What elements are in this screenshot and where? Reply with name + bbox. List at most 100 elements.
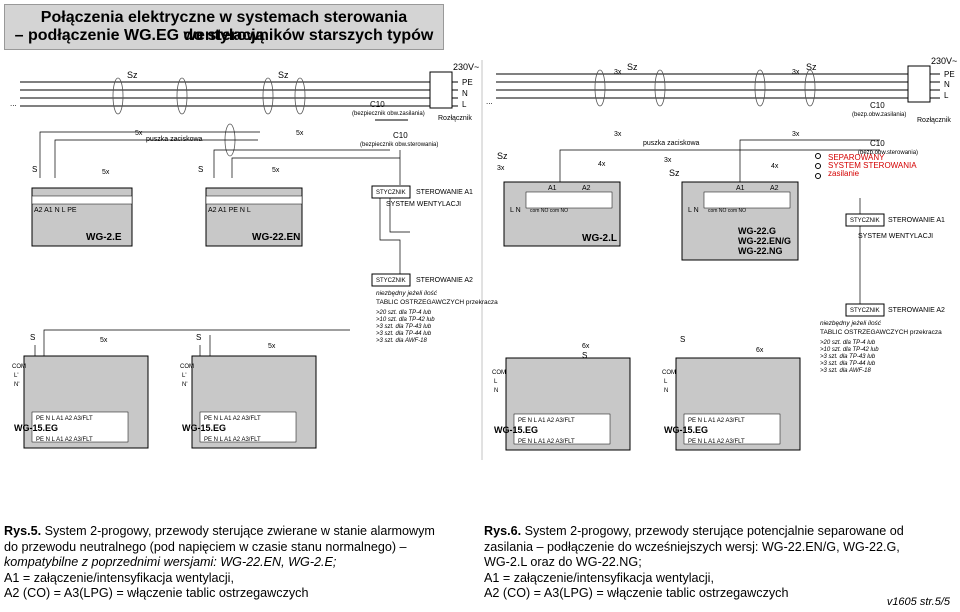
unit3-label: WG-15.EG: [494, 425, 538, 435]
caption-right-line5: A2 (CO) = A3(LPG) = włączenie tablic ost…: [484, 586, 789, 600]
left-s3: S: [30, 333, 35, 342]
wg15-unit-4: COM L N PE N L A1 A2 A3/FLT WG-15.EG PE …: [662, 357, 801, 451]
right-x3c: 3x: [614, 131, 622, 138]
wg-2l-a1: A1: [548, 185, 557, 192]
unit4-l: L: [664, 379, 668, 385]
right-sz1: Sz: [627, 62, 638, 72]
unit3-com: COM: [492, 370, 506, 376]
right-a2-label: STEROWANIE A2: [888, 307, 945, 314]
left-note-item-1: >20 szt. dla TP-4 lub: [376, 310, 432, 316]
caption-right-line4: A1 = załączenie/intensyfikacja wentylacj…: [484, 570, 714, 585]
right-stycznik-a2: STYCZNIK: [850, 308, 880, 314]
right-sep3: zasilanie: [828, 169, 860, 178]
left-contactor-a2: [371, 273, 411, 287]
caption-right-line2: zasilania – podłączenie do wcześniejszyc…: [484, 539, 900, 554]
right-sep1: SEPAROWANY: [828, 153, 885, 162]
left-s4: S: [196, 333, 201, 342]
caption-left-label: Rys.5.: [4, 524, 42, 538]
right-s2: S: [680, 335, 685, 344]
wg-22ng-label: WG-22.NG: [738, 246, 783, 256]
left-stycznik-a1: STYCZNIK: [376, 190, 406, 196]
left-a2-label: STEROWANIE A2: [416, 277, 473, 284]
left-contactor-a1: [371, 185, 411, 199]
right-note-item-5: >3 szt. dla AWF-18: [820, 368, 872, 374]
left-fuse-sub: (bezpiecznik obw.zasilania): [352, 111, 425, 117]
caption-left-line3: kompatybilne z poprzednimi wersjami: WG-…: [4, 555, 337, 569]
page-title: Połączenia elektryczne w systemach stero…: [40, 9, 408, 44]
unit4-com: COM: [662, 370, 676, 376]
right-wires: [559, 139, 880, 304]
right-sep-markers: [815, 153, 821, 179]
right-rail-n: N: [944, 80, 950, 89]
unit2-terms2: PE N L A1 A2 A3/FLT: [204, 437, 261, 443]
right-x6b: 6x: [756, 347, 764, 354]
unit2-label: WG-15.EG: [182, 423, 226, 433]
unit4-terms2: PE N L A1 A2 A3/FLT: [688, 439, 745, 445]
left-rail-n: N: [462, 89, 468, 98]
wg15-unit-1: COM L' N' PE N L A1 A2 A3/FLT WG-15.EG P…: [12, 355, 149, 449]
unit2-terms: PE N L A1 A2 A3/FLT: [204, 416, 261, 422]
right-a1-label: STEROWANIE A1: [888, 217, 945, 224]
left-fuse: C10: [370, 100, 385, 109]
caption-left-line2: do przewodu neutralnego (pod napięciem w…: [4, 539, 407, 554]
unit1-com: COM: [12, 364, 26, 370]
unit2-com: COM: [180, 364, 194, 370]
left-a1-label: STEROWANIE A1: [416, 189, 473, 196]
wg-2e-terminals: A2 A1 N L PE: [34, 207, 77, 214]
right-fuse: C10: [870, 101, 885, 110]
wg-2l-relay: com NO com NO: [530, 208, 568, 214]
right-sep2: SYSTEM STEROWANIA: [828, 161, 917, 170]
left-sz2: Sz: [278, 70, 289, 80]
wg15-unit-2: COM L' N' PE N L A1 A2 A3/FLT WG-15.EG P…: [180, 355, 317, 449]
unit4-n: N: [664, 388, 668, 394]
unit3-terms2: PE N L A1 A2 A3/FLT: [518, 439, 575, 445]
wg-22g-a2: A2: [770, 185, 779, 192]
wg-22g-a1: A1: [736, 185, 745, 192]
wg-22g-ln: L N: [688, 207, 699, 214]
left-rail-pe: PE: [462, 78, 473, 87]
wg-2l-label: WG-2.L: [582, 233, 617, 244]
wg-22en-terminals: A2 A1 PE N L: [208, 207, 251, 214]
left-note-item-5: >3 szt. dla AWF-18: [376, 338, 428, 344]
left-x5e: 5x: [100, 337, 108, 344]
title-box: Połączenia elektryczne w systemach stero…: [4, 4, 444, 50]
left-dots: ...: [10, 99, 17, 108]
right-fuse2: C10: [870, 139, 885, 148]
left-switch: [429, 71, 453, 109]
caption-left-line5: A2 (CO) = A3(LPG) = włączenie tablic ost…: [4, 586, 309, 600]
caption-left-line1: System 2-progowy, przewody sterujące zwi…: [41, 524, 435, 538]
unit3-n: N: [494, 388, 498, 394]
left-rail-l: L: [462, 100, 467, 109]
wg-22g-label: WG-22.G: [738, 226, 776, 236]
left-rails: [20, 81, 458, 121]
left-x5b: 5x: [296, 130, 304, 137]
left-supply: 230V~: [453, 62, 479, 72]
left-x5a: 5x: [135, 130, 143, 137]
left-note2: TABLIC OSTRZEGAWCZYCH przekracza: [376, 299, 498, 306]
wg-2e-device: A2 A1 N L PE WG-2.E: [31, 187, 133, 247]
wg-2l-ln: L N: [510, 207, 521, 214]
left-system: SYSTEM WENTYLACJI: [386, 201, 461, 208]
right-x3b: 3x: [792, 69, 800, 76]
right-sz2: Sz: [806, 62, 817, 72]
right-rail-l: L: [944, 91, 949, 100]
right-fuse-sub: (bezp.obw.zasilania): [852, 112, 906, 118]
caption-right-line1: System 2-progowy, przewody sterujące pot…: [521, 524, 904, 538]
unit2-n: N': [182, 382, 187, 388]
right-note1: niezbędny jeżeli ilość: [820, 320, 882, 327]
right-note-item-4: >3 szt. dla TP-44 lub: [820, 361, 876, 367]
caption-right-label: Rys.6.: [484, 524, 522, 538]
right-x3d: 3x: [792, 131, 800, 138]
left-fuse2-sub: (bezpiecznik obw.sterowania): [360, 142, 438, 148]
left-x5d: 5x: [272, 167, 280, 174]
unit1-terms2: PE N L A1 A2 A3/FLT: [36, 437, 93, 443]
page-footer: v1605 str.5/5: [886, 596, 950, 608]
unit1-label: WG-15.EG: [14, 423, 58, 433]
left-s1: S: [32, 165, 37, 174]
right-system: SYSTEM WENTYLACJI: [858, 233, 933, 240]
caption-left: Rys.5. System 2-progowy, przewody steruj…: [4, 524, 472, 602]
wg-2e-label: WG-2.E: [86, 232, 122, 243]
left-fuse2: C10: [393, 131, 408, 140]
unit1-n: N': [14, 382, 19, 388]
right-cable-marks: [594, 69, 816, 107]
